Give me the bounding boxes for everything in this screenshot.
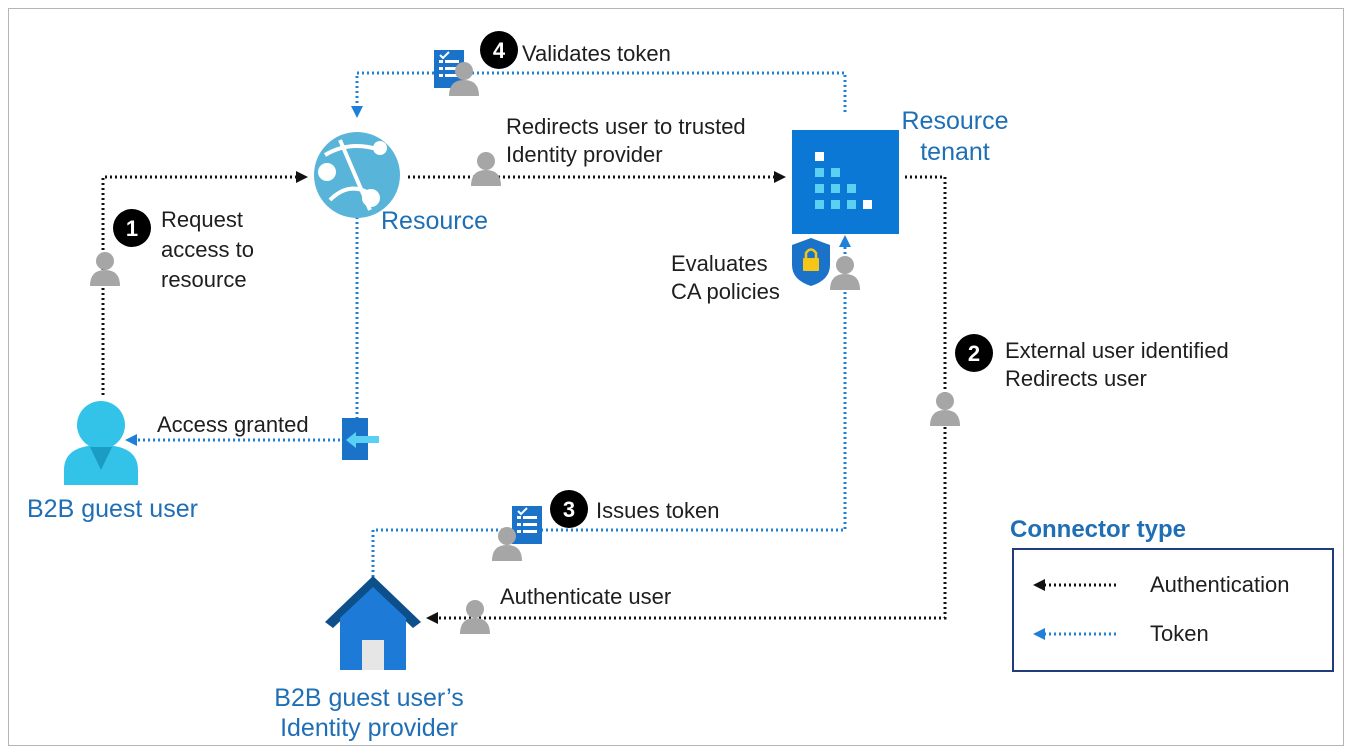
step-badge-3: 3	[550, 490, 588, 528]
person-icon-evaluate	[830, 256, 860, 290]
redirect-label-line2: Identity provider	[506, 142, 663, 167]
step1-label-line3: resource	[161, 267, 247, 292]
legend-item-token: Token	[1150, 621, 1209, 646]
step-badge-4: 4	[480, 31, 518, 69]
evaluates-label-line1: Evaluates	[671, 251, 768, 276]
person-icon-request	[90, 252, 120, 286]
legend-box	[1012, 548, 1334, 672]
idp-label-line2: Identity provider	[280, 714, 458, 742]
step2-label-line1: External user identified	[1005, 338, 1229, 363]
step-badge-1: 1	[113, 209, 151, 247]
step4-label: Validates token	[522, 41, 671, 66]
connector-issues-token	[371, 247, 847, 582]
step-badge-2: 2	[955, 334, 993, 372]
svg-text:2: 2	[968, 341, 980, 366]
legend-title: Connector type	[1010, 516, 1187, 543]
token-arrowheads	[125, 106, 1045, 640]
step1-label-line2: access to	[161, 237, 254, 262]
token-connectors	[136, 71, 1118, 636]
step3-label: Issues token	[596, 498, 720, 523]
resource-tenant-label-line1: Resource	[901, 107, 1009, 135]
identity-provider-home-icon[interactable]	[325, 576, 421, 670]
token-document-icon-issue	[511, 505, 543, 545]
guest-user-label: B2B guest user	[27, 495, 198, 523]
guest-user-icon[interactable]	[64, 401, 138, 485]
person-icon-redirect	[471, 152, 501, 186]
redirect-label-line1: Redirects user to trusted	[506, 114, 746, 139]
auth-connectors	[101, 175, 1118, 620]
sign-in-icon	[342, 418, 379, 460]
resource-globe-icon[interactable]	[314, 132, 400, 218]
resource-tenant-icon[interactable]	[792, 130, 899, 234]
authenticate-user-label: Authenticate user	[500, 584, 672, 609]
connector-validates-token	[355, 71, 847, 112]
evaluates-label-line2: CA policies	[671, 279, 780, 304]
auth-arrowheads	[296, 171, 1045, 624]
svg-text:3: 3	[563, 497, 575, 522]
legend-item-authentication: Authentication	[1150, 572, 1290, 597]
resource-tenant-label-line2: tenant	[920, 138, 990, 166]
svg-text:4: 4	[493, 38, 506, 63]
access-granted-label: Access granted	[157, 412, 309, 437]
person-icon-external	[930, 392, 960, 426]
idp-label-line1: B2B guest user’s	[274, 684, 464, 712]
resource-label: Resource	[381, 207, 488, 235]
shield-lock-icon	[792, 238, 830, 286]
step2-label-line2: Redirects user	[1005, 366, 1147, 391]
diagram-frame	[8, 8, 1344, 746]
step1-label-line1: Request	[161, 207, 243, 232]
svg-text:1: 1	[126, 216, 138, 241]
